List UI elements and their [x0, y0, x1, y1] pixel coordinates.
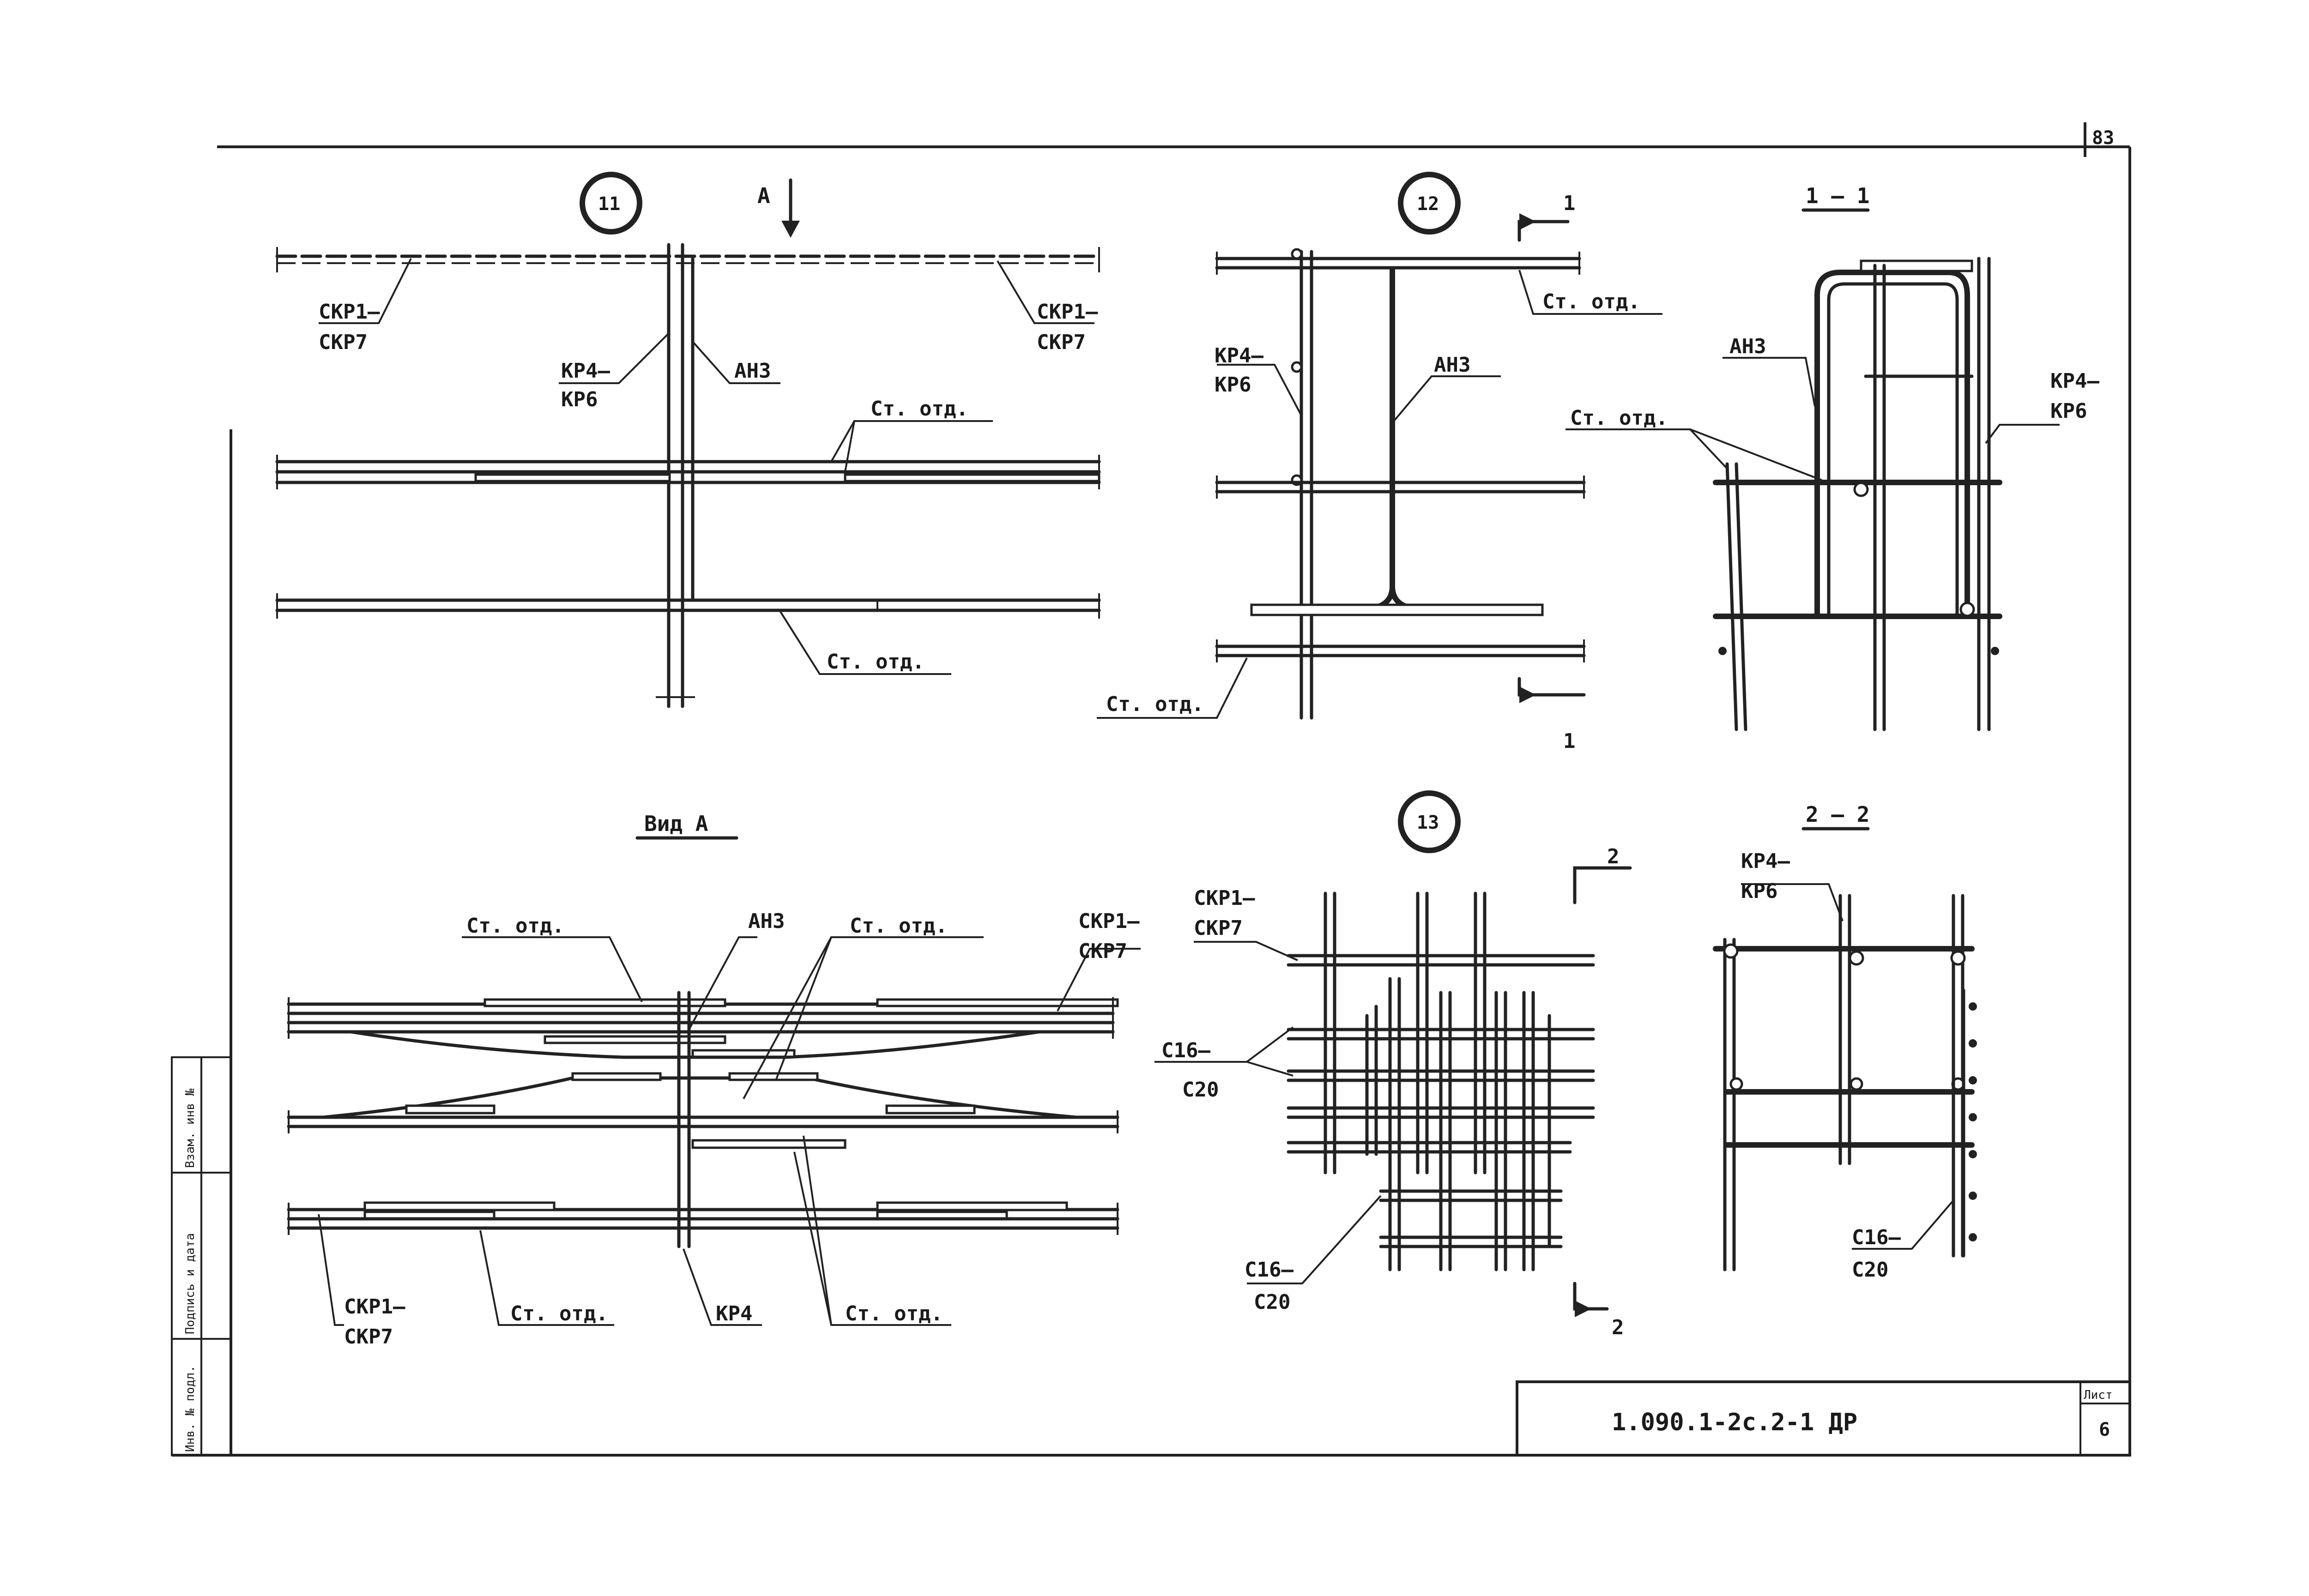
view-a-arrow-label: А: [757, 183, 770, 208]
node-12-callout: 12: [1417, 193, 1439, 215]
section-2-2-drawing: [1713, 827, 1977, 1271]
node-13-section-top: 2: [1607, 845, 1620, 868]
node-11-st-label-1: Ст. отд.: [870, 397, 968, 421]
node-13-c2-2: С20: [1254, 1290, 1290, 1314]
side-field-replace: Взам. инв №: [183, 1088, 197, 1168]
node-13-c1-1: С16–: [1161, 1039, 1210, 1062]
view-a-st-1: Ст. отд.: [466, 914, 564, 938]
node-12-drawing: [1097, 172, 1662, 720]
node-11-callout: 11: [598, 193, 620, 215]
node-13-c2-1: С16–: [1245, 1258, 1294, 1282]
view-a-kr4: КР4: [716, 1302, 752, 1325]
node-11-anchor-label: АН3: [734, 359, 771, 383]
node-13-callout: 13: [1417, 812, 1439, 833]
view-a-st-4: Ст. отд.: [845, 1302, 943, 1325]
node-12-st-bottom: Ст. отд.: [1106, 693, 1204, 716]
node-13-section-bottom: 2: [1612, 1316, 1624, 1339]
list-number: 6: [2099, 1419, 2110, 1440]
node-12-kr-2: КР6: [1215, 373, 1251, 397]
section-1-1-kr-1: КР4–: [2050, 369, 2099, 393]
doc-code: 1.090.1-2c.2-1 ДР: [1612, 1409, 1857, 1436]
node-13-c1-2: С20: [1182, 1078, 1219, 1102]
section-1-1-drawing: [1566, 208, 2060, 731]
section-1-1-kr-2: КР6: [2050, 399, 2087, 423]
side-field-sign: Подпись и дата: [183, 1233, 197, 1334]
node-11-skr-left-2: СКР7: [319, 331, 368, 354]
node-13-skr-1: СКР1–: [1194, 886, 1255, 910]
node-12-kr-1: КР4–: [1215, 344, 1263, 367]
section-2-2-kr-1: КР4–: [1741, 849, 1790, 873]
view-a-drawing: [287, 836, 1141, 1326]
node-12-st-top: Ст. отд.: [1542, 290, 1640, 313]
view-a-skr-top-1: СКР1–: [1078, 909, 1140, 933]
view-a-skr-top-2: СКР7: [1078, 940, 1127, 963]
node-11-skr-left-1: СКР1–: [319, 300, 380, 324]
view-a-anchor-label: АН3: [748, 909, 785, 933]
page-number: 83: [2092, 127, 2114, 149]
section-1-1-title: 1 – 1: [1806, 183, 1869, 208]
node-13-skr-2: СКР7: [1194, 916, 1243, 940]
view-a-skr-bottom-1: СКР1–: [344, 1295, 405, 1319]
section-1-1-anchor-label: АН3: [1729, 335, 1766, 358]
node-11-drawing: [275, 172, 1101, 708]
node-13-drawing: [1154, 790, 1632, 1317]
list-label: Лист: [2084, 1388, 2113, 1402]
node-12-section-top: 1: [1563, 192, 1576, 215]
section-2-2-c-2: С20: [1852, 1258, 1888, 1282]
node-11-kr-1: КР4–: [561, 359, 610, 383]
section-2-2-title: 2 – 2: [1806, 802, 1869, 827]
node-12-anchor-label: АН3: [1434, 353, 1470, 377]
view-a-title: Вид А: [644, 811, 708, 836]
view-a-st-2: Ст. отд.: [850, 914, 948, 938]
node-11-st-label-2: Ст. отд.: [827, 650, 925, 674]
node-12-section-bottom: 1: [1563, 729, 1576, 753]
view-a-skr-bottom-2: СКР7: [344, 1325, 393, 1349]
node-11-skr-right-2: СКР7: [1037, 331, 1086, 354]
sheet-frame: [171, 122, 2131, 1457]
node-11-kr-2: КР6: [561, 388, 598, 411]
section-1-1-st-label: Ст. отд.: [1570, 406, 1668, 430]
view-a-st-3: Ст. отд.: [510, 1302, 608, 1325]
side-field-inv: Инв. № подл.: [183, 1365, 197, 1452]
section-2-2-kr-2: КР6: [1741, 879, 1777, 903]
section-2-2-c-1: С16–: [1852, 1226, 1901, 1249]
node-11-skr-right-1: СКР1–: [1037, 300, 1098, 324]
